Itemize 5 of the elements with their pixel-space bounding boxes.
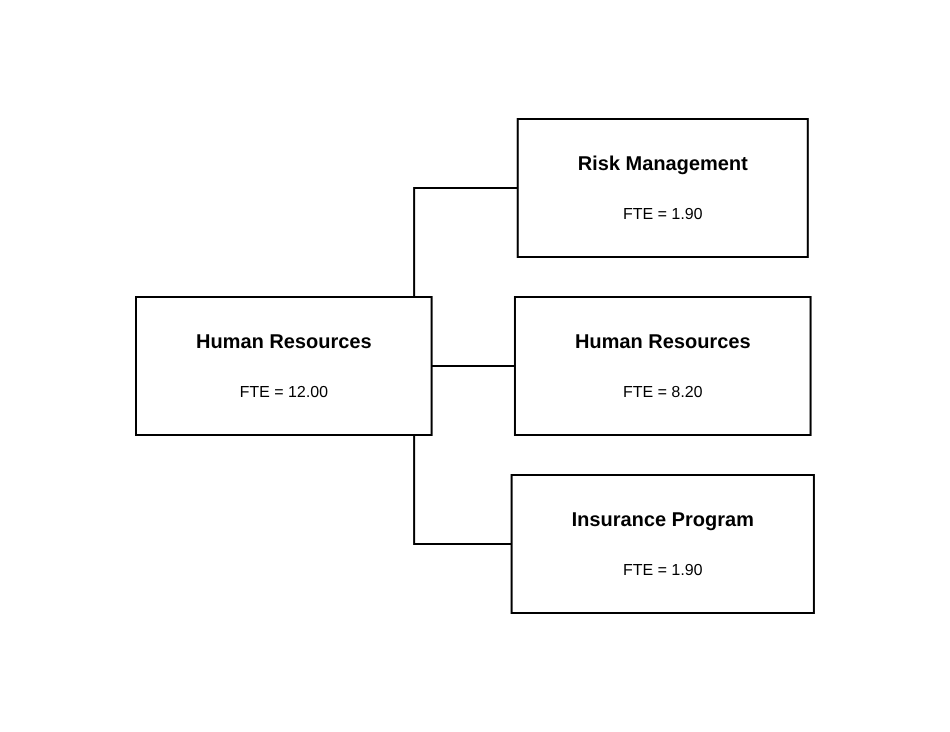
node-box: Insurance Program FTE = 1.90	[510, 474, 815, 614]
node-box: Human Resources FTE = 12.00	[135, 296, 433, 436]
connector	[432, 365, 515, 367]
node-box: Human Resources FTE = 8.20	[514, 296, 812, 436]
node-box: Risk Management FTE = 1.90	[516, 118, 809, 258]
